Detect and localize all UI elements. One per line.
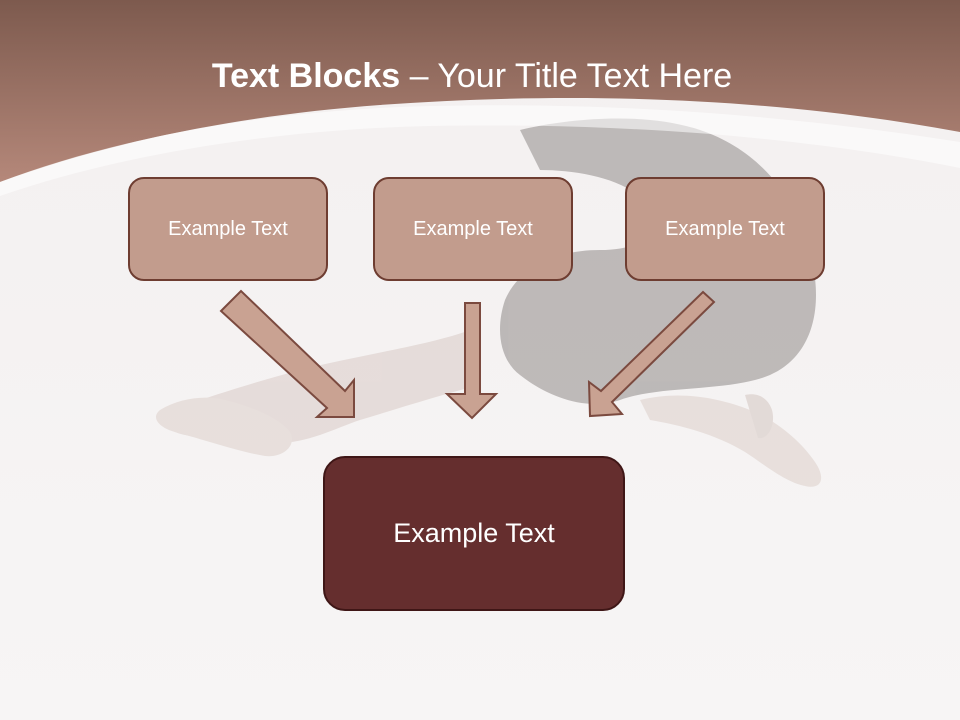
title-rest: Your Title Text Here	[437, 57, 733, 95]
header-swoosh	[0, 105, 960, 196]
text-block-2: Example Text	[373, 177, 573, 281]
text-block-main-label: Example Text	[393, 518, 555, 548]
page-title: Text Blocks – Your Title Text Here	[0, 52, 944, 100]
header-band	[0, 0, 960, 182]
text-block-main: Example Text	[323, 456, 625, 611]
text-block-label: Example Text	[168, 217, 288, 240]
text-block-3: Example Text	[625, 177, 825, 281]
text-block-1: Example Text	[128, 177, 328, 281]
title-bold: Text Blocks	[211, 57, 401, 95]
arrow-left	[219, 289, 355, 418]
text-block-label: Example Text	[665, 217, 785, 240]
title-separator: –	[400, 57, 438, 95]
text-block-label: Example Text	[413, 217, 533, 240]
arrow-center	[444, 302, 499, 420]
arrow-right	[587, 290, 716, 418]
